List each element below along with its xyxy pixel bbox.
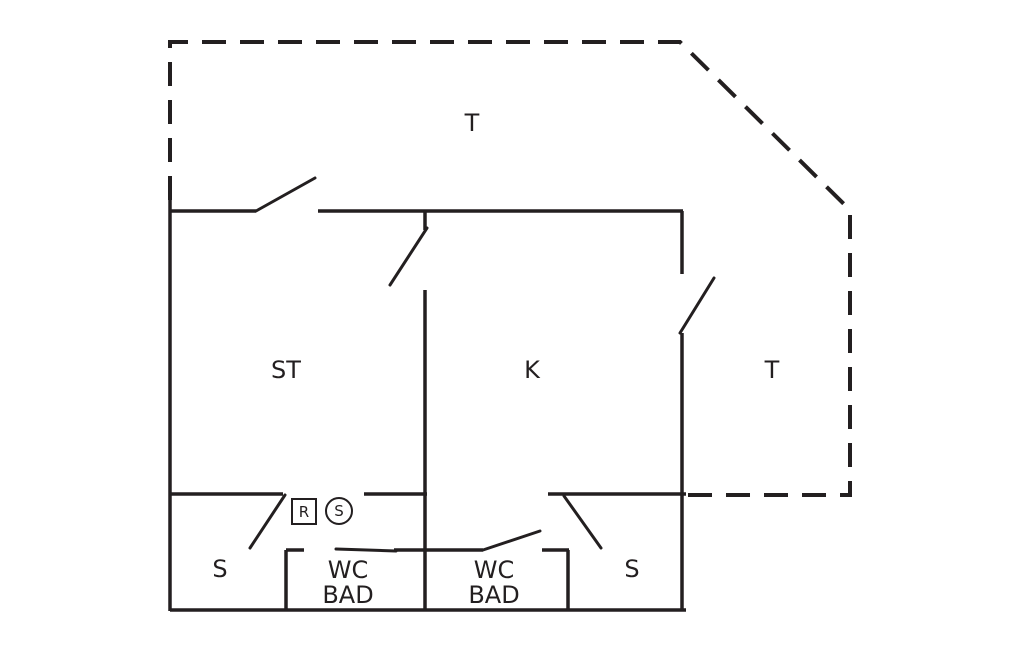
terrace-outline	[168, 40, 852, 497]
door-storage-right	[562, 494, 603, 550]
room-label-terrace-top: T	[464, 109, 480, 137]
door-bath-left	[334, 547, 398, 553]
room-label-bath-left-line1: WC	[328, 556, 369, 584]
door-entrance	[254, 176, 317, 213]
room-label-bath-right-line2: BAD	[468, 581, 519, 609]
symbol-square-label: R	[299, 503, 309, 521]
door-kitchen	[388, 226, 429, 287]
door-bath-right	[481, 529, 542, 552]
symbol-circle-label: S	[334, 502, 344, 520]
door-storage-left	[248, 493, 287, 550]
room-label-bath-left-line2: BAD	[322, 581, 373, 609]
doors	[248, 176, 716, 553]
room-label-bath-right-line1: WC	[474, 556, 515, 584]
room-label-living: ST	[271, 356, 301, 384]
symbol-circle: S	[325, 497, 353, 525]
walls	[168, 200, 686, 612]
room-label-terrace-right: T	[764, 356, 780, 384]
room-label-kitchen: K	[524, 356, 541, 384]
door-terrace-right	[678, 276, 716, 335]
symbol-square: R	[291, 498, 317, 525]
room-label-storage-left: S	[212, 555, 227, 583]
room-label-storage-right: S	[624, 555, 639, 583]
